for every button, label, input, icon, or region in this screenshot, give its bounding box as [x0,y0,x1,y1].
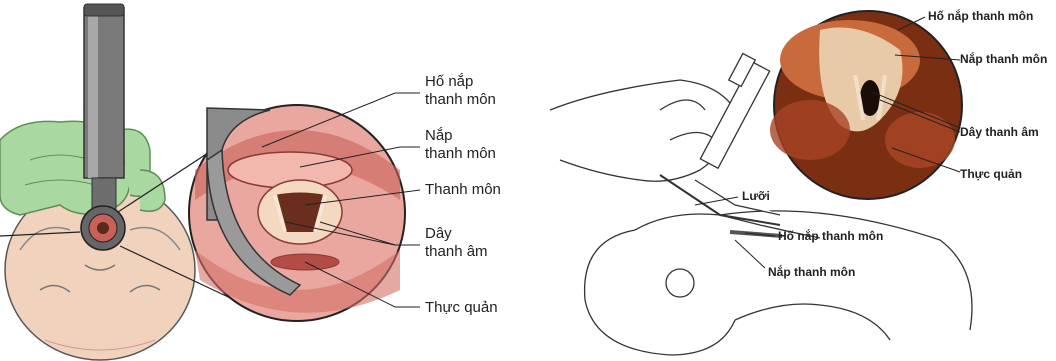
endoscopic-photo [770,11,962,199]
label-esophagus-left: Thực quản [425,299,498,316]
label-glottis-left: Thanh môn [425,181,501,198]
label-esophagus-photo: Thực quản [960,167,1022,181]
laryngoscopy-side-view-diagram: Hố nắp thanh môn Nắp thanh môn Dây thanh… [520,0,1056,361]
gloved-hand [0,121,165,215]
label-epiglottis-side: Nắp thanh môn [768,264,855,279]
label-epiglottis-photo: Nắp thanh môn [960,51,1047,66]
laryngoscope-blade [660,175,782,236]
magnified-larynx-view [189,105,405,321]
label-vocal-cords-photo: Dây thanh âm [960,125,1039,139]
leader-side-epiglottis [735,240,765,268]
label-tongue: Lưỡi [742,189,770,203]
label-vallecula-photo: Hố nắp thanh môn [928,8,1033,23]
mouth-small-view [81,206,125,250]
label-vallecula-side: Hố nắp thanh môn [778,228,883,243]
right-illustration-panel: Hố nắp thanh môn Nắp thanh môn Dây thanh… [520,0,1056,361]
